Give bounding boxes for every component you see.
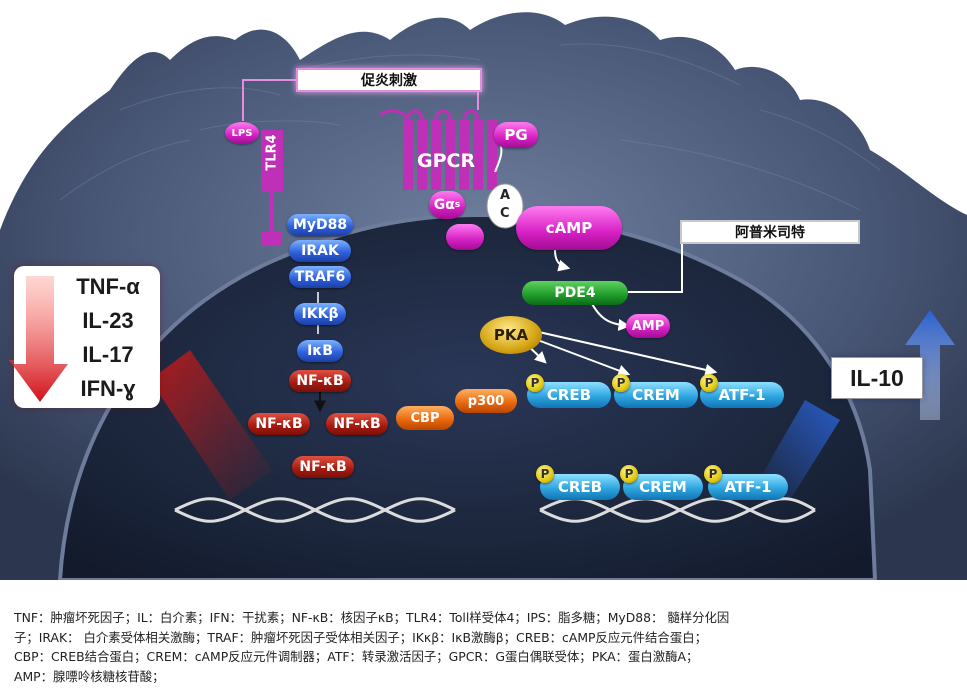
cbp-node: CBP xyxy=(396,406,454,430)
pg-molecule: PG xyxy=(494,122,538,148)
ikb-node: IκB xyxy=(297,340,343,362)
down-arrow-icon xyxy=(14,276,68,402)
phospho-badge: P xyxy=(536,465,554,483)
g-alpha-subscript: s xyxy=(454,200,461,210)
dna-helix-left xyxy=(174,497,456,523)
phospho-badge: P xyxy=(704,465,722,483)
p300-node: p300 xyxy=(455,389,517,413)
pka-node: PKA xyxy=(480,316,542,354)
phospho-badge: P xyxy=(526,374,544,392)
cytokine-il17: IL-17 xyxy=(82,342,134,367)
amp-node: AMP xyxy=(626,314,670,338)
lps-molecule: LPS xyxy=(225,122,259,144)
gpcr-helices xyxy=(403,120,497,190)
lps-connector xyxy=(242,79,300,121)
legend-line: TNF：肿瘤坏死因子；IL：白介素；IFN：干扰素；NF-κB：核因子κB；TL… xyxy=(14,610,730,625)
atf1-nucleus: ATF-1 xyxy=(708,474,788,500)
cytokine-inhibition-beam xyxy=(150,350,272,500)
dna-helix-right xyxy=(539,497,816,523)
cytokine-tnf-alpha: TNF-α xyxy=(76,274,140,299)
pde4-node: PDE4 xyxy=(522,281,628,305)
nfkb-right: NF-κB xyxy=(326,413,388,435)
gpcr-label: GPCR xyxy=(417,150,476,172)
legend-line: AMP：腺嘌呤核糖核苷酸； xyxy=(14,668,165,684)
tlr4-label: TLR4 xyxy=(264,134,280,171)
tlr4-base xyxy=(262,232,282,246)
irak-node: IRAK xyxy=(289,240,351,262)
g-beta-gamma-protein xyxy=(446,224,484,250)
traf6-node: TRAF6 xyxy=(289,266,351,288)
apremilast-label: 阿普米司特 xyxy=(680,220,860,244)
legend-line: CBP：CREB结合蛋白；CREM：cAMP反应元件调制器；ATF：转录激活因子… xyxy=(14,649,699,664)
camp-node: cAMP xyxy=(516,206,622,250)
legend-line: 子；IRAK： 白介素受体相关激酶；TRAF：肿瘤坏死因子受体相关因子；IKκβ… xyxy=(14,629,707,645)
cytokine-il23: IL-23 xyxy=(82,308,134,333)
cytokine-ifn-gamma: IFN-ɣ xyxy=(80,376,136,401)
adenylyl-cyclase xyxy=(486,183,524,229)
apremilast-connector xyxy=(628,240,683,293)
abbreviation-legend: TNF：肿瘤坏死因子；IL：白介素；IFN：干扰素；NF-κB：核因子κB；TL… xyxy=(14,608,958,686)
cytokine-il10: IL-10 xyxy=(831,357,923,399)
g-alpha-label: Gα xyxy=(433,197,455,213)
nfkb-left: NF-κB xyxy=(248,413,310,435)
nfkb-nucleus: NF-κB xyxy=(292,456,354,478)
ac-label-a: A xyxy=(500,188,511,203)
phospho-badge: P xyxy=(612,374,630,392)
up-arrow xyxy=(905,310,955,420)
stimulus-label: 促炎刺激 xyxy=(296,68,482,92)
phospho-badge: P xyxy=(620,465,638,483)
nfkb-top: NF-κB xyxy=(289,370,351,392)
atf1-cytoplasm: ATF-1 xyxy=(700,382,784,408)
creb-nucleus: CREB xyxy=(540,474,620,500)
ikkb-node: IKKβ xyxy=(294,303,346,325)
phospho-badge: P xyxy=(700,374,718,392)
myd88-node: MyD88 xyxy=(287,214,353,236)
tlr4-body xyxy=(261,130,283,192)
ac-label-c: C xyxy=(500,206,510,221)
